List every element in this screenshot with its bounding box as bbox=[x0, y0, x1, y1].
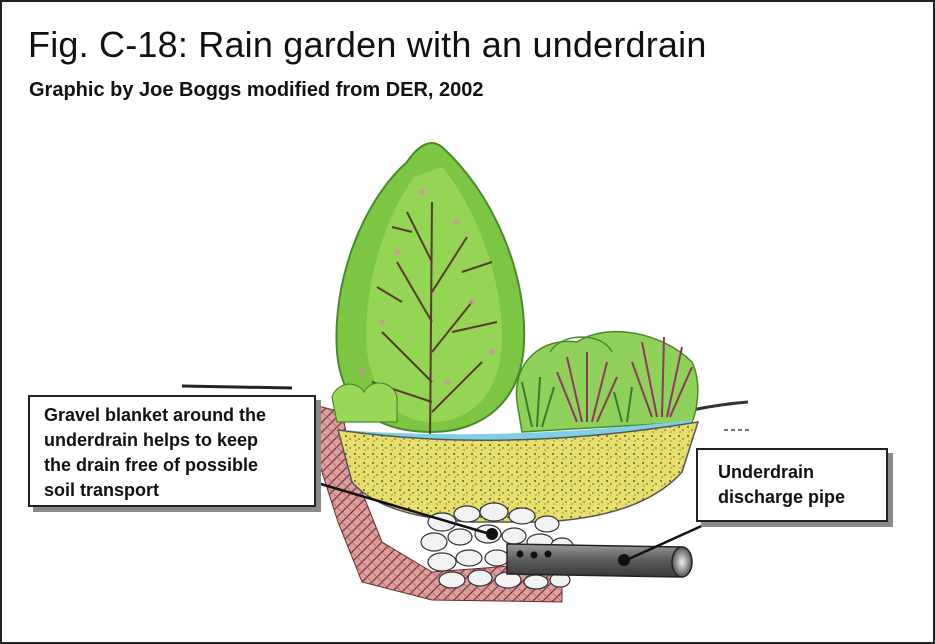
callout-line: soil transport bbox=[44, 478, 314, 503]
leader-dot-pipe bbox=[618, 554, 630, 566]
ground-line-left bbox=[182, 386, 292, 388]
callout-line: Underdrain bbox=[718, 460, 886, 485]
figure-subtitle: Graphic by Joe Boggs modified from DER, … bbox=[29, 79, 484, 102]
gravel-blanket-callout: Gravel blanket around the underdrain hel… bbox=[28, 395, 316, 507]
underdrain-pipe bbox=[507, 544, 692, 577]
leader-dot-gravel bbox=[486, 528, 498, 540]
callout-line: discharge pipe bbox=[718, 485, 886, 510]
figure-title: Fig. C-18: Rain garden with an underdrai… bbox=[28, 24, 707, 66]
callout-line: underdrain helps to keep bbox=[44, 428, 314, 453]
ground-line-right bbox=[692, 402, 748, 410]
discharge-pipe-callout: Underdrain discharge pipe bbox=[696, 448, 888, 522]
callout-line: the drain free of possible bbox=[44, 453, 314, 478]
callout-line: Gravel blanket around the bbox=[44, 403, 314, 428]
